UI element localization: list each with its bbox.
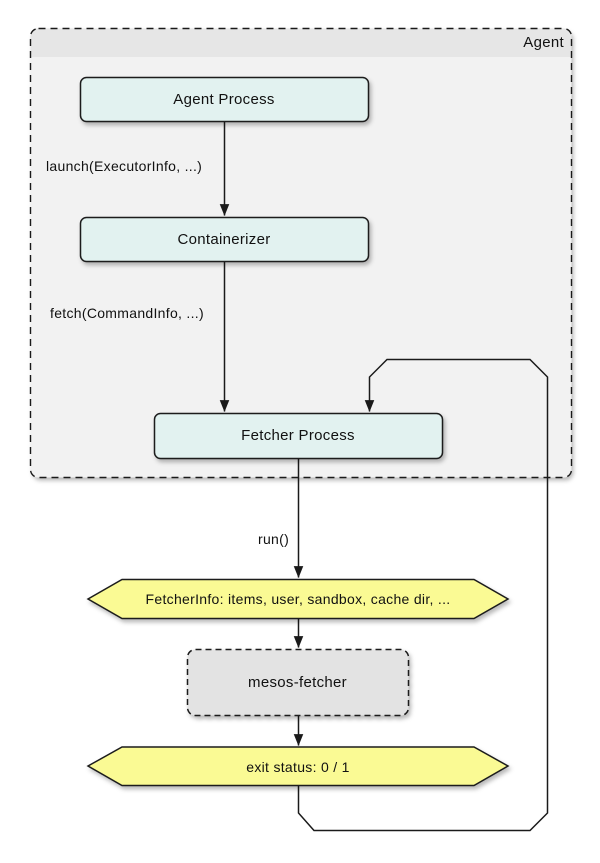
launch-edge-label: launch(ExecutorInfo, ...) <box>46 158 203 174</box>
fetch-edge-label: fetch(CommandInfo, ...) <box>50 305 204 321</box>
fetcher-info-hexagon <box>86 578 510 620</box>
containerizer-node <box>79 216 370 263</box>
fetcher-process-node <box>153 412 444 460</box>
exit-status-hexagon <box>86 746 510 787</box>
loop-exitstatus-to-fetcherprocess <box>297 358 549 832</box>
run-edge-label: run() <box>258 531 290 547</box>
agent-process-label: Agent Process <box>173 90 275 108</box>
fetcher-process-label: Fetcher Process <box>241 427 355 444</box>
mesos-fetcher-label: mesos-fetcher <box>248 673 347 691</box>
containerizer-label: Containerizer <box>177 230 271 248</box>
mesos-fetcher-node <box>186 648 410 717</box>
exit-status-label: exit status: 0 / 1 <box>246 758 350 775</box>
agent-container-header <box>30 28 572 57</box>
agent-container-title: Agent <box>523 34 564 51</box>
agent-process-node <box>79 76 370 123</box>
fetcher-info-label: FetcherInfo: items, user, sandbox, cache… <box>145 591 451 607</box>
